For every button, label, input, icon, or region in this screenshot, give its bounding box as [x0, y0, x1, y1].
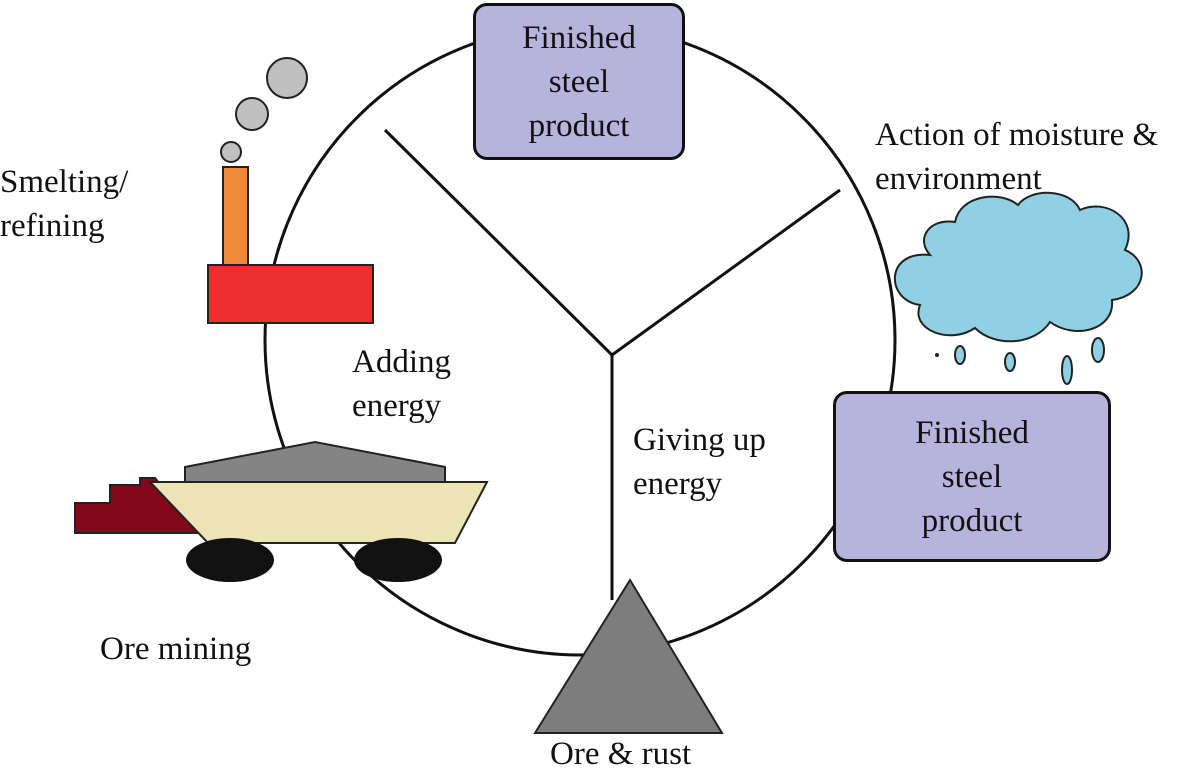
smoke-icon — [220, 57, 308, 163]
ore-pile-icon — [533, 578, 724, 734]
mine-cart-icon — [74, 440, 489, 582]
divider-right — [611, 188, 841, 357]
label-action-moisture: Action of moisture & environment — [875, 117, 1159, 197]
finished-steel-box-right: Finished steel product — [833, 391, 1111, 562]
label-adding-energy: Adding energy — [352, 344, 451, 424]
divider-left — [383, 128, 614, 357]
box-right-line-2: steel — [941, 458, 1003, 495]
box-top-line-1: Finished — [522, 19, 636, 56]
box-right-line-3: product — [921, 502, 1023, 539]
cloud-icon — [894, 191, 1143, 343]
label-ore-rust: Ore & rust — [550, 736, 692, 772]
factory-icon — [207, 166, 374, 324]
label-ore-mining: Ore mining — [100, 631, 252, 667]
raindrop-icon — [935, 337, 1105, 385]
label-giving-up-energy: Giving up energy — [633, 422, 766, 502]
box-top-line-2: steel — [548, 63, 610, 100]
box-right-line-1: Finished — [915, 414, 1029, 451]
finished-steel-box-top: Finished steel product — [473, 3, 685, 160]
box-top-line-3: product — [528, 107, 630, 144]
label-smelting: Smelting/ refining — [0, 164, 129, 244]
